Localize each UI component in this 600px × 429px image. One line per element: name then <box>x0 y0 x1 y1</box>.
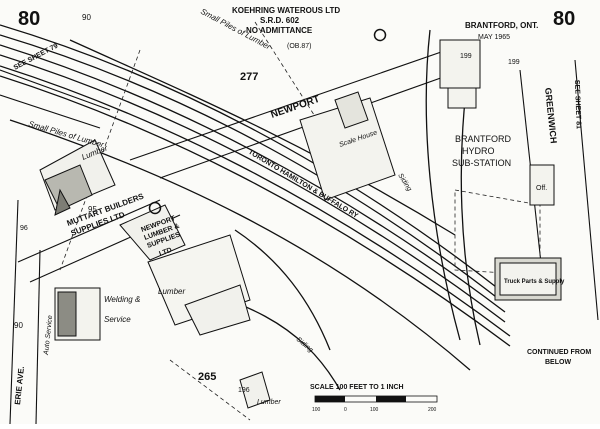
block-number-277: 277 <box>240 71 258 83</box>
street-greenwich: GREENWICH <box>543 87 559 144</box>
address-96: 96 <box>20 225 28 232</box>
note-brantford-ont: BRANTFORD, ONT. <box>465 21 538 30</box>
note-ob87: (OB.87) <box>287 43 312 50</box>
label-welding-1: Welding & <box>104 295 140 304</box>
see-sheet-81: SEE SHEET 81 <box>573 80 582 129</box>
street-erie-ave: ERIE AVE. <box>13 366 26 405</box>
label-truck-parts: Truck Parts & Supply <box>504 279 565 285</box>
address-196: 196 <box>238 387 250 394</box>
hydrant-symbols <box>148 28 387 215</box>
note-date: MAY 1965 <box>478 34 510 41</box>
hydrant-icon <box>148 201 162 215</box>
label-welding-2: Service <box>104 315 131 324</box>
hydrant-icon <box>373 28 387 42</box>
address-90-top: 90 <box>82 13 91 22</box>
note-sub-3: SUB-STATION <box>452 158 511 168</box>
scale-title: SCALE 100 FEET TO 1 INCH <box>310 384 404 391</box>
label-lumber-mid: Lumber <box>158 287 185 296</box>
note-continued-1: CONTINUED FROM <box>527 349 591 356</box>
address-90-left: 90 <box>14 321 23 330</box>
address-95: 95 <box>88 205 97 214</box>
sheet-number-left: 80 <box>18 8 40 30</box>
address-199-top: 199 <box>460 53 472 60</box>
sheet-number-right: 80 <box>553 8 575 30</box>
street-siding-upper: Siding <box>396 172 412 192</box>
note-sub-2: HYDRO <box>462 146 495 156</box>
note-koehring: KOEHRING WATEROUS LTD <box>232 6 340 15</box>
railway-tracks <box>0 24 511 391</box>
scale-bar: SCALE 100 FEET TO 1 INCH 100 0 100 200 <box>310 384 438 413</box>
note-no-admittance: NO ADMITTANCE <box>246 26 313 35</box>
note-continued-2: BELOW <box>545 359 571 366</box>
scale-tick-1: 100 <box>312 407 321 413</box>
label-auto-service: Auto Service <box>43 315 54 356</box>
note-srd: S.R.D. 602 <box>260 16 300 25</box>
note-small-piles-left: Small Piles of Lumber <box>27 119 105 149</box>
scale-tick-3: 100 <box>370 407 379 413</box>
scale-tick-4: 200 <box>428 407 437 413</box>
note-sub-1: BRANTFORD <box>455 134 512 144</box>
label-lumber-lower: Lumber <box>257 399 281 406</box>
buildings <box>39 39 562 409</box>
label-office: Off. <box>536 185 547 192</box>
label-newport-lumber-4: LTD <box>158 247 173 258</box>
block-number-265: 265 <box>198 371 216 383</box>
address-199-right: 199 <box>508 59 520 66</box>
street-siding-lower: Siding <box>295 336 314 354</box>
scale-tick-2: 0 <box>344 407 347 413</box>
